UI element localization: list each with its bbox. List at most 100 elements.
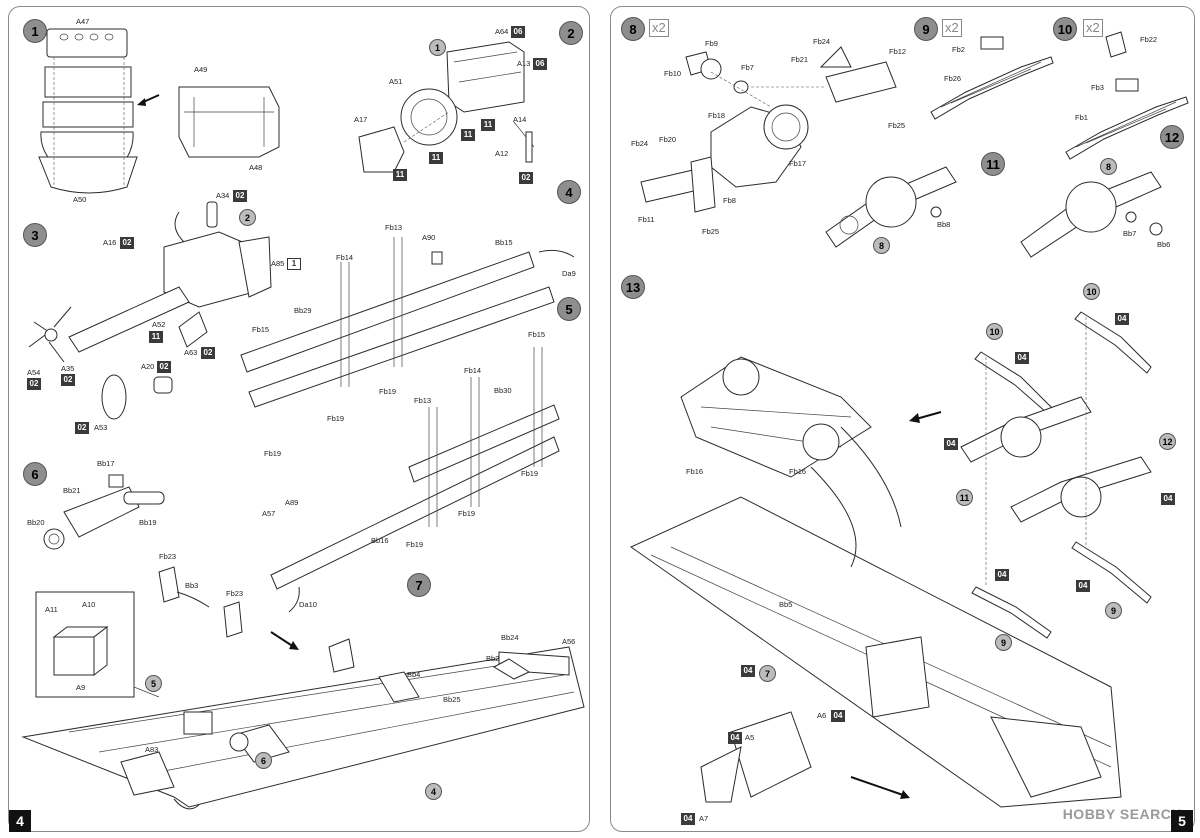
ref-2: 2 — [239, 209, 256, 226]
label-fb13-a: Fb13 — [385, 223, 403, 232]
step-8-multiplier: x2 — [649, 19, 669, 37]
label-fb15-a: Fb15 — [252, 325, 270, 334]
label-a48: A48 — [249, 163, 263, 172]
label-fb21: Fb21 — [791, 55, 809, 64]
label-fb17: Fb17 — [789, 159, 807, 168]
label-fb13-b: Fb13 — [414, 396, 432, 405]
badge-a52: 11 — [149, 331, 163, 343]
instruction-page-left: 1 2 3 4 5 6 7 1 2 4 5 6 A47 A49 A48 A50 … — [8, 6, 590, 832]
label-fb9: Fb9 — [705, 39, 718, 48]
ref-6: 6 — [255, 752, 272, 769]
label-fb22: Fb22 — [1140, 35, 1158, 44]
label-bb5: Bb5 — [779, 600, 793, 609]
step-6-marker: 6 — [23, 462, 47, 486]
label-a5: A5 — [745, 733, 755, 742]
label-bb4: Bb4 — [407, 670, 421, 679]
label-fb19-c: Fb19 — [264, 449, 282, 458]
step10-leaf-spring-drawing — [1065, 31, 1189, 160]
label-fb12: Fb12 — [889, 47, 907, 56]
badge-a20: 02 — [157, 361, 171, 373]
ref-1: 1 — [429, 39, 446, 56]
instruction-page-right: 8 x2 9 x2 10 x2 11 12 13 8 8 10 10 12 11… — [610, 6, 1195, 832]
label-a14: A14 — [513, 115, 527, 124]
step9-leaf-spring-drawing — [930, 36, 1054, 120]
label-a13: A13 — [517, 59, 531, 68]
label-fb1: Fb1 — [1075, 113, 1088, 122]
watermark: HOBBY SEARCH — [1062, 806, 1182, 822]
label-a51: A51 — [389, 77, 403, 86]
label-bb8: Bb8 — [937, 220, 951, 229]
label-a20: A20 — [141, 362, 155, 371]
badge-a63: 02 — [201, 347, 215, 359]
label-fb20: Fb20 — [659, 135, 677, 144]
badge-04-j: 04 — [681, 813, 695, 825]
label-fb19-b: Fb19 — [327, 414, 345, 423]
label-bb29: Bb29 — [294, 306, 312, 315]
label-bb17: Bb17 — [97, 459, 115, 468]
ref-8-a: 8 — [873, 237, 890, 254]
label-fb18: Fb18 — [708, 111, 726, 120]
step-13-marker: 13 — [621, 275, 645, 299]
label-bb3: Bb3 — [185, 581, 199, 590]
step6-bracket-drawing — [43, 474, 165, 550]
label-a50: A50 — [73, 195, 87, 204]
step1-engine-drawing — [38, 28, 280, 194]
label-fb23-a: Fb23 — [159, 552, 177, 561]
label-bb6: Bb6 — [1157, 240, 1171, 249]
label-fb19-e: Fb19 — [458, 509, 476, 518]
ref-10-a: 10 — [1083, 283, 1100, 300]
label-a11: A11 — [45, 605, 58, 614]
label-fb2: Fb2 — [952, 45, 965, 54]
label-bb16: Bb16 — [371, 536, 389, 545]
badge-a34: 02 — [233, 190, 247, 202]
label-a6: A6 — [817, 711, 827, 720]
label-bb25: Bb25 — [443, 695, 461, 704]
ref-12: 12 — [1159, 433, 1176, 450]
label-bb7: Bb7 — [1123, 229, 1137, 238]
step-12-marker: 12 — [1160, 125, 1184, 149]
step-10-marker: 10 — [1053, 17, 1077, 41]
badge-a53: 02 — [75, 422, 89, 434]
label-fb16-a: Fb16 — [686, 467, 704, 476]
badge-04-d: 04 — [1161, 493, 1175, 505]
badge-a64: 06 — [511, 26, 525, 38]
step4-frame-drawing — [240, 237, 575, 408]
label-fb8: Fb8 — [723, 196, 736, 205]
badge-a16: 02 — [120, 237, 134, 249]
badge-04-h: 04 — [831, 710, 845, 722]
step-9-marker: 9 — [914, 17, 938, 41]
ref-11: 11 — [956, 489, 973, 506]
step-4-marker: 4 — [557, 180, 581, 204]
ref-10-b: 10 — [986, 323, 1003, 340]
badge-04-b: 04 — [1015, 352, 1029, 364]
page-number-left: 4 — [9, 810, 31, 832]
badge-a12: 02 — [519, 172, 533, 184]
ref-4: 4 — [425, 783, 442, 800]
label-da9: Da9 — [562, 269, 576, 278]
label-bb30: Bb30 — [494, 386, 512, 395]
label-a89: A89 — [285, 498, 299, 507]
badge-a54: 02 — [27, 378, 41, 390]
right-line-art — [629, 31, 1189, 808]
label-bb21: Bb21 — [63, 486, 81, 495]
label-a85: A85 — [271, 259, 285, 268]
label-fb14-a: Fb14 — [336, 253, 354, 262]
step11-axle-drawing — [825, 166, 957, 248]
label-a17: A17 — [354, 115, 368, 124]
label-fb19-a: Fb19 — [379, 387, 397, 396]
badge-a35: 02 — [61, 374, 75, 386]
badge-11-b: 11 — [461, 129, 475, 141]
label-a34: A34 — [216, 191, 230, 200]
label-fb15-b: Fb15 — [528, 330, 546, 339]
label-a57: A57 — [262, 509, 276, 518]
label-a90: A90 — [422, 233, 436, 242]
label-bb15: Bb15 — [495, 238, 513, 247]
label-bb20: Bb20 — [27, 518, 45, 527]
badge-04-e: 04 — [995, 569, 1009, 581]
label-a52: A52 — [152, 320, 166, 329]
label-fb25-b: Fb25 — [702, 227, 720, 236]
step-5-marker: 5 — [557, 297, 581, 321]
label-fb10: Fb10 — [664, 69, 682, 78]
step7-chassis-drawing — [21, 638, 585, 810]
step8-axle-drawing — [640, 46, 897, 213]
